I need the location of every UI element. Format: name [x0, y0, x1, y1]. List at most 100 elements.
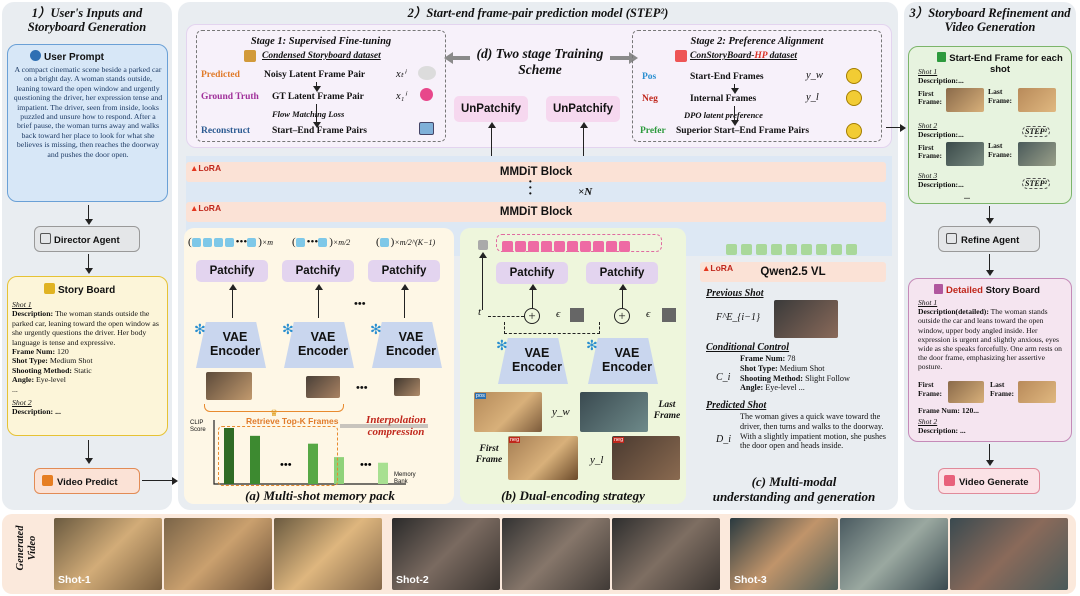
vae-encoder-a1 [196, 322, 266, 368]
refine-shot2-last [1018, 142, 1056, 166]
time-token [478, 240, 488, 250]
memory-frame-3 [394, 378, 420, 396]
doc-icon [934, 284, 943, 294]
detailed-content: Shot 1 Description(detailed): The woman … [918, 298, 1062, 372]
refine-agent-label: Refine Agent [946, 233, 1019, 246]
gift-icon [675, 50, 687, 62]
previous-shot-frame [774, 300, 838, 338]
director-agent-label: Director Agent [40, 233, 120, 246]
refine-shot2-last-label: Last Frame: [988, 141, 1013, 159]
memory-frame-1 [206, 372, 252, 400]
lora-tag-1: ▲LoRA [190, 163, 222, 173]
stage2-title: Stage 2: Preference Alignment [690, 36, 824, 47]
ci-symbol: C_i [716, 372, 731, 383]
qwen-block: Qwen2.5 VL [700, 262, 886, 282]
arrow-plus-patchify-2 [618, 284, 627, 308]
predicted-symbol: xₜⁱ [396, 69, 406, 80]
vae-encoder-b2 [588, 338, 658, 384]
cube-icon [42, 475, 53, 486]
memory-bank-label: Memory Bank [394, 472, 416, 485]
user-prompt-box [7, 44, 168, 202]
snowflake-icon: ✻ [370, 323, 382, 338]
detailed-first-frame [948, 381, 984, 403]
unpatchify-2: UnPatchify [546, 96, 620, 122]
flow-matching-loss: Flow Matching Loss [272, 109, 345, 119]
neg-first-frame [508, 436, 578, 480]
story-board-title: Story Board [44, 283, 115, 296]
section3-title: 3）Storyboard Refinement and Video Genera… [909, 6, 1071, 34]
target-icon [420, 88, 433, 101]
arrow-step-refine [886, 123, 906, 132]
fire-icon: ▲ [190, 163, 199, 173]
dots-a-top: ••• [354, 298, 366, 310]
interpolation-arrow [340, 424, 428, 428]
story-board-content: Shot 1 Description: The woman stands out… [12, 300, 159, 417]
detailed-title: Detailed Story Board [934, 284, 1040, 296]
patchify-a2: Patchify [282, 260, 354, 282]
mmdit-block-1: MMDiT Block [186, 162, 886, 182]
arrow-pred-gt [312, 82, 321, 92]
stage2-dataset: ConStoryBoard-HP dataset [690, 51, 798, 61]
detailed-last-label: Last Frame: [990, 380, 1015, 398]
retrieve-brace [204, 404, 344, 412]
gt-symbol: x₁ⁱ [396, 91, 407, 102]
board-icon [44, 283, 55, 294]
shot3-frame-a [730, 518, 838, 590]
mmdit-block-2: MMDiT Block [186, 202, 886, 222]
video-predict-box [34, 468, 140, 494]
noise-icon [418, 66, 436, 80]
arrow-left-grey-head [444, 52, 453, 64]
memory-frame-2 [306, 376, 340, 398]
neg-value: Internal Frames [690, 94, 757, 104]
dots-a-frames: ••• [356, 382, 368, 394]
memory-bar [378, 462, 388, 484]
arrow-right-grey-head [629, 52, 638, 64]
director-agent-box [34, 226, 140, 252]
arrow-t-up [478, 252, 487, 310]
vae-encoder-b1 [498, 338, 568, 384]
section1-title: 1）User's Inputs and Storyboard Generatio… [27, 6, 147, 34]
pos-value: Start-End Frames [690, 72, 764, 82]
refine-ellipsis: ... [964, 192, 970, 201]
memory-bar [334, 457, 344, 484]
step-label-1: STEP² [1022, 126, 1050, 137]
section2-title: 2）Start-end frame-pair prediction model … [407, 6, 669, 20]
snowflake-icon: ✻ [194, 323, 206, 338]
reconstruct-value: Start–End Frame Pairs [272, 126, 367, 136]
training-scheme-box [186, 24, 892, 148]
fe-symbol: F^E_{i−1} [716, 312, 760, 323]
pos-symbol: y_w [806, 70, 823, 81]
sad-icon [846, 89, 862, 107]
user-prompt-title: User Prompt [30, 50, 104, 63]
memory-bar [224, 428, 234, 484]
clip-score-label: CLIP Score [190, 420, 206, 433]
dual-tokens [502, 237, 632, 255]
training-scheme-title: (d) Two stage Training Scheme [476, 46, 604, 77]
shot2-frame-c [612, 518, 720, 590]
mmdit-repeat: ×N [578, 186, 593, 198]
arrow-left-grey [450, 56, 470, 60]
arrow-loss [312, 104, 321, 128]
detailed-frame-num: Frame Num: 120... [918, 406, 979, 415]
refine-shot1-last-label: Last Frame: [988, 87, 1013, 105]
conditional-control-title: Conditional Control [706, 342, 790, 353]
neg-symbol: y_l [806, 92, 819, 103]
neg-tag-2: neg [613, 437, 625, 443]
snowflake-icon: ✻ [282, 323, 294, 338]
patchify-b1: Patchify [496, 262, 568, 284]
stage2-box [632, 30, 882, 142]
neg-label: Neg [642, 94, 658, 104]
predicted-shot-text: The woman gives a quick wave toward the … [740, 412, 886, 451]
shot2-frame-b [502, 518, 610, 590]
vae-encoder-a3 [372, 322, 442, 368]
video-generate-box [938, 468, 1040, 494]
detailed-story-board-box [908, 278, 1072, 442]
patchify-a3: Patchify [368, 260, 440, 282]
noise-square-1 [570, 308, 584, 322]
